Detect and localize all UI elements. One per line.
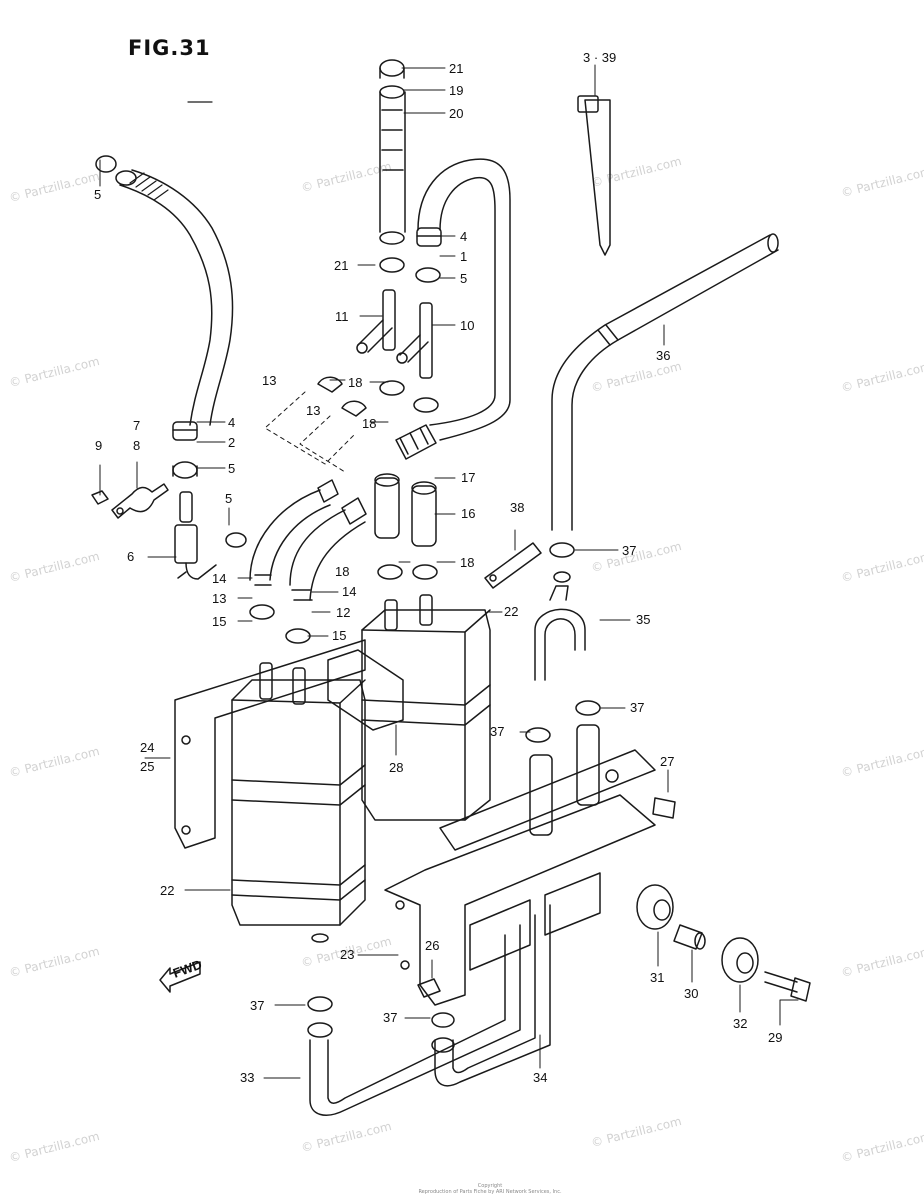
grommet-31 xyxy=(636,884,674,930)
callout: 9 xyxy=(95,438,102,453)
callout: 5 xyxy=(94,187,101,202)
callout: 13 xyxy=(306,403,320,418)
callout: 7 xyxy=(133,418,140,433)
bottom-hose-33 xyxy=(307,924,521,1116)
cable-tie xyxy=(577,95,611,256)
callout: 23 xyxy=(340,947,354,962)
grommet-32 xyxy=(721,937,759,983)
callout: 4 xyxy=(460,229,467,244)
callout: 13 xyxy=(212,591,226,606)
callout: 35 xyxy=(636,612,650,627)
callout: 14 xyxy=(212,571,226,586)
callout: 37 xyxy=(630,700,644,715)
callout: 28 xyxy=(389,760,403,775)
callout: 37 xyxy=(250,998,264,1013)
bottom-hose-34 xyxy=(431,904,551,1087)
callout: 3 · 39 xyxy=(583,50,616,65)
leader-lines xyxy=(99,64,799,1079)
callout: 30 xyxy=(684,986,698,1001)
callout: 10 xyxy=(460,318,474,333)
pipes-16-17 xyxy=(374,473,438,580)
callout: 27 xyxy=(660,754,674,769)
upper-tube-19-20 xyxy=(379,59,406,273)
bracket-clamp xyxy=(91,483,169,519)
callout: 5 xyxy=(225,491,232,506)
tee-fittings-10-11 xyxy=(356,289,439,413)
callout: 34 xyxy=(533,1070,547,1085)
upper-u-hose xyxy=(395,158,511,460)
copyright-notice: Copyright Reproduction of Parts Fiche by… xyxy=(400,1183,580,1195)
collar-30 xyxy=(673,924,706,950)
left-long-hose xyxy=(95,155,234,479)
callout: 12 xyxy=(336,605,350,620)
callout: 26 xyxy=(425,938,439,953)
long-hose-36 xyxy=(551,233,779,531)
callout: 15 xyxy=(332,628,346,643)
callout: 25 xyxy=(140,759,154,774)
callout: 37 xyxy=(490,724,504,739)
bolt-26 xyxy=(417,978,441,998)
callout: 13 xyxy=(262,373,276,388)
mount-bracket-23 xyxy=(384,749,656,1006)
callout: 31 xyxy=(650,970,664,985)
callout: 18 xyxy=(335,564,349,579)
callout: 32 xyxy=(733,1016,747,1031)
bracket-24-25 xyxy=(174,639,366,849)
clamps-13-and-hoses-14 xyxy=(225,376,367,644)
callout: 38 xyxy=(510,500,524,515)
copyright-line: Copyright xyxy=(477,1183,503,1189)
callout: 5 xyxy=(228,461,235,476)
callout: 37 xyxy=(622,543,636,558)
callout: 15 xyxy=(212,614,226,629)
callout: 21 xyxy=(334,258,348,273)
callout: 17 xyxy=(461,470,475,485)
callout: 20 xyxy=(449,106,463,121)
callout: 4 xyxy=(228,415,235,430)
part-6-fitting xyxy=(174,491,217,580)
callout: 18 xyxy=(460,555,474,570)
callout: 2 xyxy=(228,435,235,450)
callout: 1 xyxy=(460,249,467,264)
canister-rear xyxy=(361,594,491,821)
callout: 22 xyxy=(160,883,174,898)
callout: 11 xyxy=(335,309,349,324)
callout: 18 xyxy=(348,375,362,390)
callout: 22 xyxy=(504,604,518,619)
callout: 14 xyxy=(342,584,356,599)
bolt-27 xyxy=(605,769,676,819)
callout: 5 xyxy=(460,271,467,286)
callout-labels: 21 19 20 3 · 39 5 4 1 5 21 11 10 36 13 1… xyxy=(94,50,782,1085)
callout: 37 xyxy=(383,1010,397,1025)
fwd-label: FWD xyxy=(171,957,204,981)
callout: 29 xyxy=(768,1030,782,1045)
strap-38 xyxy=(484,542,542,589)
figure-title: FIG.31 xyxy=(128,36,211,60)
copyright-line: Reproduction of Parts Fiche by ARI Netwo… xyxy=(418,1189,562,1195)
strap-28 xyxy=(327,649,404,731)
callout: 24 xyxy=(140,740,154,755)
bolt-29 xyxy=(764,971,811,1002)
callout: 8 xyxy=(133,438,140,453)
fwd-arrow-icon: FWD xyxy=(159,957,204,993)
callout: 33 xyxy=(240,1070,254,1085)
callout: 16 xyxy=(461,506,475,521)
callout: 6 xyxy=(127,549,134,564)
callout: 18 xyxy=(362,416,376,431)
callout: 19 xyxy=(449,83,463,98)
callout: 36 xyxy=(656,348,670,363)
canister-front xyxy=(231,662,366,943)
u-hose-35 xyxy=(525,542,601,836)
callout: 21 xyxy=(449,61,463,76)
